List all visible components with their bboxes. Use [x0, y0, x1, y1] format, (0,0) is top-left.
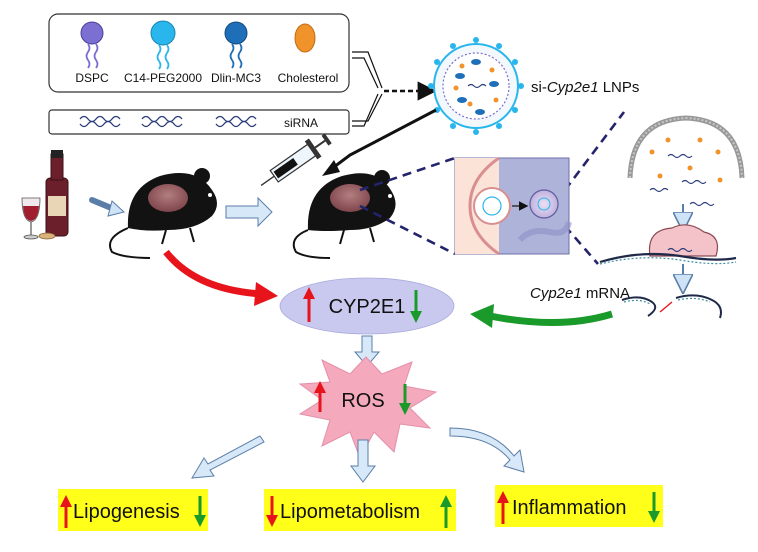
assembly-bracket [352, 51, 383, 127]
ros-to-lipometabolism-arrow [350, 439, 376, 483]
inflammation-down-arrow-icon [648, 492, 660, 523]
lipid-components-panel: DSPC C14-PEG2000 Dlin-MC3 Cholesterol [48, 13, 350, 93]
ros-label: ROS [341, 390, 384, 412]
syringe-icon [260, 133, 332, 186]
lipometabolism-down-arrow-icon [266, 496, 278, 527]
mouse-icon-treated [292, 170, 396, 259]
endosomal-escape-icon [627, 115, 745, 207]
knockdown-arrow [489, 310, 614, 326]
component-label-peg: C14-PEG2000 [124, 71, 202, 85]
lipogenesis-down-arrow-icon [194, 496, 206, 527]
injection-arrow [329, 108, 437, 172]
alcohol-induction-arrow [163, 249, 263, 298]
cleaved-mrna-icon [621, 294, 722, 319]
mouse-icon-alcohol [109, 168, 217, 259]
ros-up-arrow-icon [314, 381, 326, 412]
outcome-lipometabolism: Lipometabolism [264, 489, 456, 531]
component-label-dspc: DSPC [75, 71, 109, 85]
risc-complex-icon [599, 224, 737, 265]
lipogenesis-up-arrow-icon [60, 495, 72, 528]
lnp-label: si-Cyp2e1 LNPs [531, 79, 639, 96]
outcome-lipogenesis: Lipogenesis [58, 489, 208, 531]
lipid-components-box [48, 13, 350, 93]
sirna-label: siRNA [284, 116, 318, 130]
mouse-to-mouse-arrow [225, 196, 273, 228]
cyp2e1-node [279, 277, 455, 335]
zoom-lines [359, 111, 626, 265]
ros-down-arrow-icon [399, 384, 411, 415]
cyp2e1-to-ros-arrow [353, 335, 381, 367]
cholesterol-icon [294, 23, 316, 53]
cyp2e1-down-arrow-icon [410, 290, 422, 323]
outcome-box [264, 489, 456, 531]
lipometabolism-up-arrow-icon [440, 495, 452, 528]
outcome-box [495, 485, 663, 527]
hepatocyte-uptake-inset [454, 156, 572, 256]
outcome-label: Lipogenesis [73, 501, 180, 523]
outcome-inflammation: Inflammation [495, 485, 663, 527]
outcome-label: Lipometabolism [280, 501, 420, 523]
alcohol-icon [21, 150, 69, 240]
ionizable-lipid-icon [224, 21, 248, 69]
mrna-label: Cyp2e1 mRNA [530, 285, 630, 302]
injection-arrow-head [322, 160, 340, 176]
dspc-icon [80, 21, 104, 69]
sirna-panel: siRNA [48, 109, 350, 135]
cyp2e1-label: CYP2E1 [329, 296, 406, 318]
knockdown-arrow-head [470, 304, 494, 328]
outcome-box [58, 489, 208, 531]
sirna-box [48, 109, 350, 135]
alcohol-induction-arrow-head [254, 282, 278, 306]
sirna-helix-icons [79, 115, 257, 128]
inflammation-up-arrow-icon [497, 491, 509, 524]
component-label-mc3: Dlin-MC3 [211, 71, 261, 85]
wine-to-mouse-arrow-head [107, 200, 126, 217]
outcome-label: Inflammation [512, 497, 627, 519]
cyp2e1-up-arrow-icon [303, 287, 315, 322]
ros-to-lipogenesis-arrow [191, 435, 265, 479]
ros-to-inflammation-arrow [449, 427, 525, 473]
peg-lipid-icon [150, 20, 176, 70]
component-label-cholesterol: Cholesterol [278, 71, 339, 85]
lnp-nanoparticle-icon [428, 37, 524, 135]
